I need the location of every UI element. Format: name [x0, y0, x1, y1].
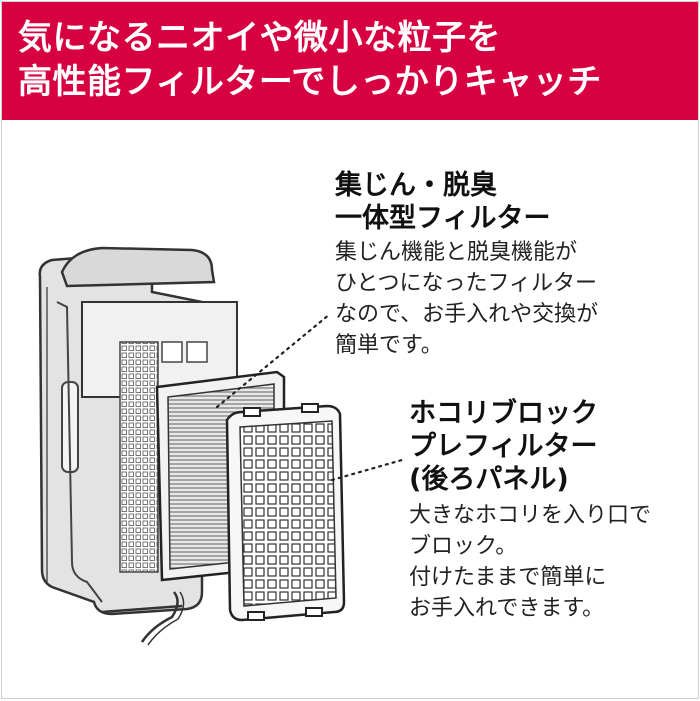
pre-filter-title-2: プレフィルター: [409, 431, 598, 462]
description-line: 大きなホコリを入り口で: [409, 503, 652, 528]
headline-line-2: 高性能フィルターでしっかりキャッチ: [18, 62, 602, 102]
integrated-filter-title-2: 一体型フィルター: [335, 203, 551, 234]
description-line: 集じん機能と脱臭機能が: [335, 240, 578, 265]
callout-line-integrated-filter: [215, 312, 332, 409]
description-line: なので、お手入れや交換が: [335, 302, 599, 327]
integrated-filter-title-1: 集じん・脱臭: [335, 170, 497, 201]
pre-filter-callout: ホコリブロック プレフィルター (後ろパネル) 大きなホコリを入り口で ブロック…: [409, 397, 651, 624]
purifier-body: [38, 246, 238, 646]
headline-banner: 気になるニオイや微小な粒子を 高性能フィルターでしっかりキャッチ: [2, 2, 698, 120]
integrated-filter-callout: 集じん・脱臭 一体型フィルター 集じん機能と脱臭機能が ひとつになったフィルター…: [335, 169, 598, 361]
pre-filter-description: 大きなホコリを入り口で ブロック。 付けたままで簡単に お手入れできます。: [409, 500, 651, 624]
integrated-filter-description: 集じん機能と脱臭機能が ひとつになったフィルター なので、お手入れや交換が 簡単…: [335, 237, 598, 361]
pre-filter-title-1: ホコリブロック: [409, 398, 598, 429]
pre-filter-title-3: (後ろパネル): [409, 464, 569, 495]
pre-filter-panel-illustration: [225, 403, 346, 622]
callout-line-pre-filter: [330, 458, 404, 482]
description-line: ひとつになったフィルター: [335, 271, 598, 296]
air-purifier-illustration: [38, 246, 404, 646]
description-line: ブロック。: [409, 534, 518, 559]
description-line: 付けたままで簡単に: [409, 565, 607, 590]
description-line: お手入れできます。: [409, 596, 605, 621]
headline-line-1: 気になるニオイや微小な粒子を: [18, 18, 501, 58]
description-line: 簡単です。: [335, 333, 443, 358]
